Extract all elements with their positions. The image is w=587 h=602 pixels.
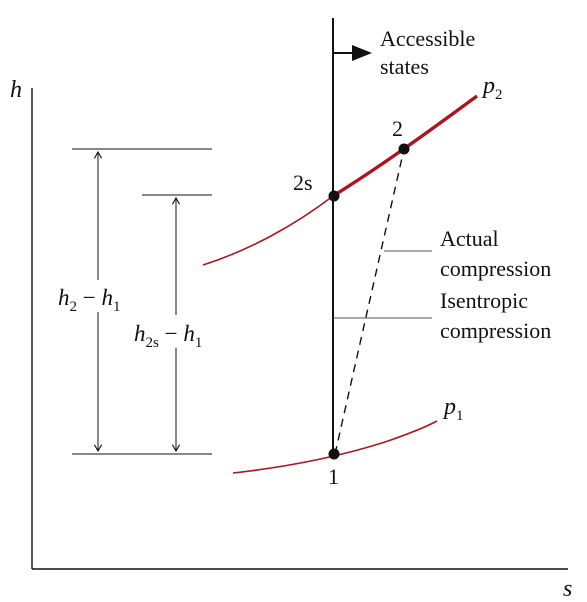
y-axis-label: h xyxy=(10,77,22,103)
actual-compression-label-line1: Actual xyxy=(440,226,499,251)
x-axis-label: s xyxy=(563,576,572,602)
isentropic-enthalpy-difference-label: h2s − h1 xyxy=(134,321,202,351)
state-point-1 xyxy=(328,448,340,460)
actual-compression-path xyxy=(334,148,405,455)
accessible-states-label-line2: states xyxy=(380,54,429,79)
accessible-states-label-line1: Accessible xyxy=(380,26,475,51)
actual-enthalpy-difference-label: h2 − h1 xyxy=(58,285,120,315)
p1-label: p1 xyxy=(442,394,464,424)
state-label-2: 2 xyxy=(392,116,403,141)
p2-curve-thick xyxy=(332,94,479,198)
state-label-1: 1 xyxy=(328,464,339,489)
p2-subscript: 2 xyxy=(495,87,503,103)
p2-curve-thin xyxy=(202,195,334,266)
p1-curve xyxy=(232,420,438,474)
actual-compression-label-line2: compression xyxy=(440,256,551,281)
p2-label: p2 xyxy=(481,73,503,103)
isentropic-compression-label-line2: compression xyxy=(440,318,551,343)
p1-subscript: 1 xyxy=(456,408,464,424)
state-label-2s: 2s xyxy=(293,170,313,195)
state-point-2 xyxy=(398,143,410,155)
accessible-states-arrow-head xyxy=(352,45,372,61)
state-point-2s xyxy=(328,190,340,202)
isentropic-compression-label-line1: Isentropic xyxy=(440,288,528,313)
